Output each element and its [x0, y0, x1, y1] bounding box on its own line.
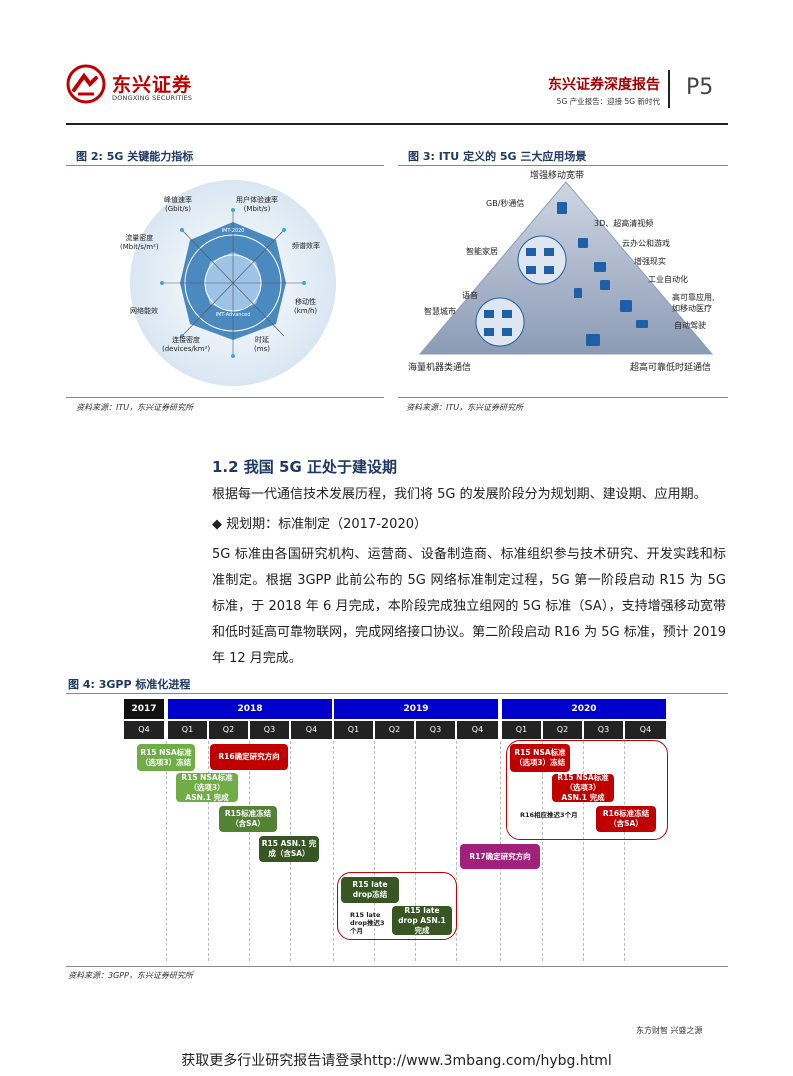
quarter-separator — [166, 741, 167, 961]
fig4-source: 资料来源：3GPP，东兴证券研究所 — [68, 971, 193, 980]
quarter-cell: Q2 — [375, 721, 414, 739]
milestone-r15-std-freeze: R15标准冻结（含SA） — [219, 806, 277, 832]
section-bullet: ◆ 规划期：标准制定（2017-2020） — [212, 517, 427, 532]
milestone-2020-nsa-asn: R15 NSA标准（选项3）ASN.1 完成 — [552, 773, 614, 802]
quarter-cell: Q1 — [334, 721, 373, 739]
quarter-cell: Q4 — [625, 721, 666, 739]
milestone-r15-late-asn: R15 late drop ASN.1 完成 — [392, 906, 452, 935]
year-2017: 2017 — [124, 699, 164, 719]
quarter-separator — [456, 741, 457, 961]
section-intro: 根据每一代通信技术发展历程，我们将 5G 的发展阶段分为规划期、建设期、应用期。 — [212, 487, 707, 502]
quarter-separator — [542, 741, 543, 961]
svg-text:IMT-Advanced: IMT-Advanced — [216, 312, 251, 318]
section-title: 1.2 我国 5G 正处于建设期 — [212, 458, 397, 476]
report-subtitle: 5G 产业报告：迎接 5G 新时代 — [556, 97, 660, 106]
fig2-axis-user-rate: 用户体验速率 (Mbit/s) — [236, 196, 278, 213]
year-2019: 2019 — [334, 699, 498, 719]
fig4-title-rule — [66, 693, 728, 694]
section-body: 5G 标准由各国研究机构、运营商、设备制造商、标准组织参与技术研究、开发实践和标… — [212, 547, 726, 666]
fig3-label-high-reliable: 高可靠应用, 如移动医疗 — [672, 293, 715, 313]
quarter-separator — [249, 741, 250, 961]
group-2020-ring — [506, 740, 668, 840]
fig3-label-smart-city: 智慧城市 — [424, 307, 456, 316]
milestone-r16-direction: R16确定研究方向 — [210, 744, 288, 770]
quarter-separator — [583, 741, 584, 961]
fig3-label-smart-home: 智能家居 — [466, 247, 498, 256]
fig3-bottom-right-label: 超高可靠低时延通信 — [630, 363, 712, 373]
report-title: 东兴证券深度报告 — [548, 77, 660, 93]
fig3-source: 资料来源：ITU，东兴证券研究所 — [406, 403, 524, 412]
milestone-r15-nsa-freeze: R15 NSA标准（选项3）冻结 — [137, 744, 195, 771]
fig4-title: 图 4: 3GPP 标准化进程 — [68, 678, 191, 691]
fig3-title-rule — [398, 165, 728, 166]
quarter-separator — [208, 741, 209, 961]
fig3-label-gb: GB/秒通信 — [486, 199, 525, 208]
fig2-axis-traffic: 流量密度 (Mbit/s/m²) — [120, 234, 159, 251]
fig3-bottom-left-label: 海量机器类通信 — [408, 363, 472, 373]
page-number: P5 — [686, 75, 714, 100]
year-2018: 2018 — [168, 699, 332, 719]
quarter-cell: Q4 — [291, 721, 332, 739]
quarter-cell: Q4 — [124, 721, 164, 739]
quarter-separator — [333, 741, 334, 961]
svg-text:IMT-2020: IMT-2020 — [222, 228, 245, 234]
fig4-bottom-rule — [66, 966, 728, 967]
fig3-top-label: 增强移动宽带 — [530, 171, 585, 181]
brand-subname: DONGXING SECURITIES — [112, 94, 193, 102]
milestone-r17-direction: R17确定研究方向 — [460, 844, 540, 869]
fig3-triangle-image — [404, 168, 728, 374]
quarter-separator — [374, 741, 375, 961]
quarter-cell: Q3 — [250, 721, 289, 739]
quarter-separator — [415, 741, 416, 961]
fig2-title: 图 2: 5G 关键能力指标 — [76, 150, 194, 163]
fig2-axis-density: 连接密度 (devices/km²) — [162, 336, 211, 353]
fig3-label-auto-driving: 自动驾驶 — [674, 321, 706, 330]
fig3-bottom-rule — [398, 397, 728, 398]
fig2-axis-efficiency: 网络能效 — [130, 307, 158, 315]
milestone-r16-std-freeze: R16标准冻结（含SA） — [596, 806, 656, 832]
fig3-label-voice: 语音 — [462, 291, 478, 300]
quarter-cell: Q1 — [168, 721, 207, 739]
milestone-2020-nsa-freeze: R15 NSA标准（选项3）冻结 — [510, 744, 570, 772]
brand-name: 东兴证券 — [112, 74, 193, 96]
milestone-r15-asn-done: R15 ASN.1 完成（含SA） — [259, 836, 319, 862]
promo-link-text[interactable]: 获取更多行业研究报告请登录http://www.3mbang.com/hybg.… — [181, 1053, 612, 1069]
footer-slogan: 东方财智 兴盛之源 — [636, 1026, 703, 1035]
quarter-cell: Q3 — [416, 721, 455, 739]
note-late-drop-delay: R15 late drop推迟3个月 — [350, 911, 385, 935]
group-2019-ring — [337, 872, 457, 940]
milestone-r15-late-freeze: R15 late drop冻结 — [341, 877, 399, 903]
fig3-label-3d: 3D、超高清视频 — [594, 219, 654, 228]
year-2020: 2020 — [502, 699, 666, 719]
fig3-label-industry: 工业自动化 — [648, 275, 688, 284]
fig2-axis-peak-rate: 峰值速率 (Gbit/s) — [164, 196, 192, 213]
quarter-cell: Q2 — [543, 721, 582, 739]
fig2-title-rule — [66, 165, 384, 166]
fig2-source: 资料来源：ITU，东兴证券研究所 — [76, 403, 194, 412]
quarter-cell: Q4 — [457, 721, 498, 739]
fig2-bottom-rule — [66, 397, 384, 398]
fig2-axis-mobility: 移动性 (km/h) — [294, 298, 318, 315]
quarter-separator — [624, 741, 625, 961]
header-divider — [668, 70, 670, 108]
quarter-cell: Q2 — [209, 721, 248, 739]
quarter-cell: Q3 — [584, 721, 623, 739]
note-r16-delay: R16相应推迟3个月 — [520, 811, 578, 819]
fig3-label-cloud: 云办公和游戏 — [622, 239, 670, 248]
header-rule — [66, 123, 728, 125]
fig3-label-ar: 增强现实 — [634, 257, 666, 266]
fig2-radar-image: IMT-2020 IMT-Advanced — [96, 172, 370, 390]
fig3-title: 图 3: ITU 定义的 5G 三大应用场景 — [408, 150, 587, 163]
fig2-axis-spectrum: 频谱效率 — [292, 242, 320, 250]
fig2-axis-latency: 时延 (ms) — [254, 336, 270, 353]
quarter-cell: Q1 — [502, 721, 541, 739]
milestone-r15-nsa-asn: R15 NSA标准（选项3）ASN.1 完成 — [176, 773, 238, 802]
company-logo — [66, 64, 106, 104]
